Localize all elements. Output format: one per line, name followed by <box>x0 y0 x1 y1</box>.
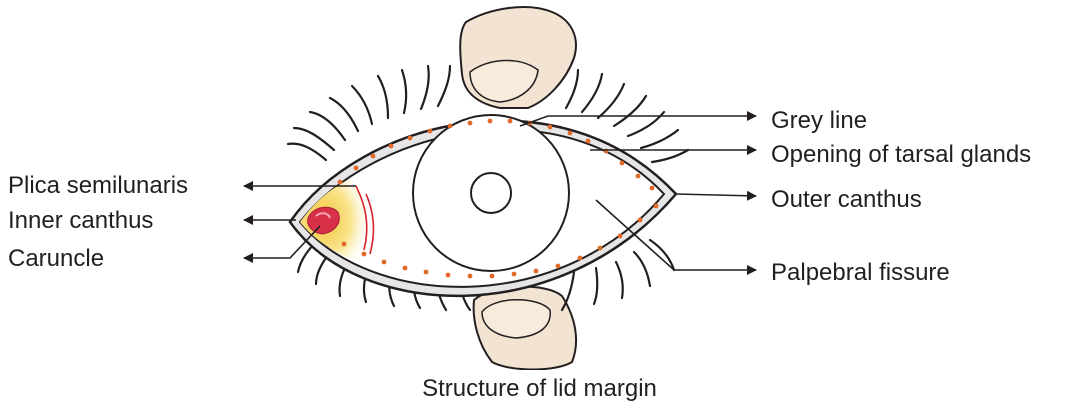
lid-margin-diagram <box>243 6 757 370</box>
outer-canthus-leader <box>675 190 757 201</box>
upper-eyelashes <box>286 64 690 164</box>
upper-finger <box>459 6 577 109</box>
plica-semilunaris <box>355 185 375 255</box>
grey-line-leader <box>519 111 757 127</box>
caruncle <box>307 206 340 235</box>
palpebral-fissure-leader <box>595 199 757 275</box>
label-palpebral-fissure: Palpebral fissure <box>771 259 950 286</box>
pupil <box>470 172 512 214</box>
figure-caption: Structure of lid margin <box>422 375 657 402</box>
label-inner-canthus: Inner canthus <box>8 207 154 234</box>
label-caruncle: Caruncle <box>8 245 105 272</box>
label-plica-semilunaris: Plica semilunaris <box>8 172 189 199</box>
label-opening-of-tarsal-glands: Opening of tarsal glands <box>771 141 1032 168</box>
lower-finger <box>472 285 578 370</box>
leader-lines <box>243 111 757 275</box>
caruncle-leader <box>243 225 321 263</box>
label-grey-line: Grey line <box>771 107 868 134</box>
label-outer-canthus: Outer canthus <box>771 186 922 213</box>
